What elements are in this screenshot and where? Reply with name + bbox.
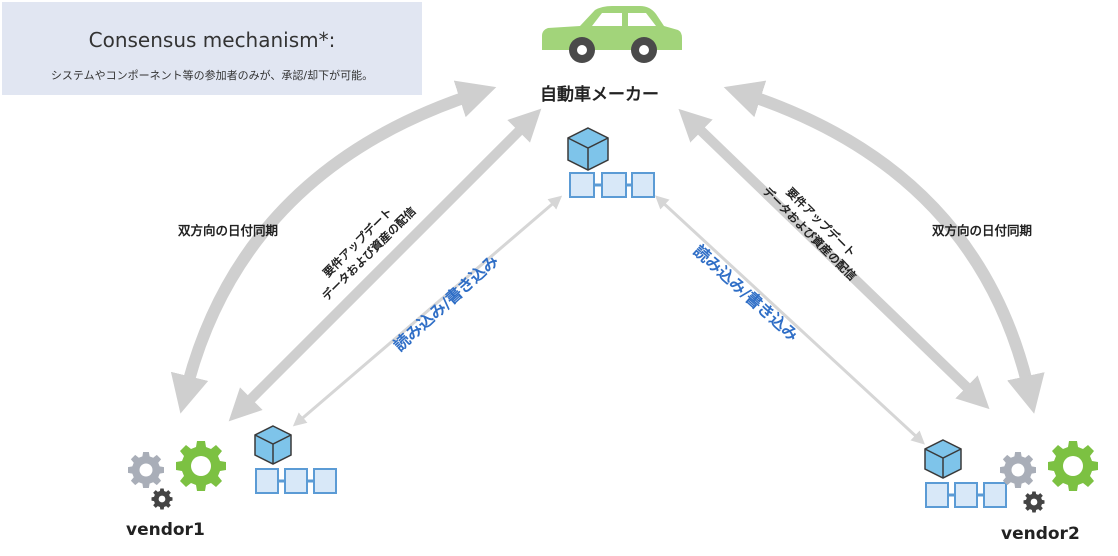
sync-arrow-right — [723, 80, 1045, 414]
readwrite-arrow-right — [655, 195, 925, 445]
car-icon — [542, 6, 682, 63]
readwrite-arrow-left — [292, 195, 563, 427]
sync-arrow-left — [170, 80, 497, 414]
sync-label-left: 双方向の日付同期 — [178, 223, 279, 238]
gear-icon — [176, 441, 226, 491]
vendor1-label: vendor1 — [126, 520, 205, 540]
cube-icon — [567, 127, 609, 171]
info-subtitle: システムやコンポーネント等の参加者のみが、承認/却下が可能。 — [50, 69, 374, 82]
gear-icon — [128, 452, 164, 488]
blockchain-blocks-icon — [925, 482, 1007, 508]
consensus-info-box: Consensus mechanism*: システムやコンポーネント等の参加者の… — [2, 2, 422, 95]
gear-icon — [151, 488, 173, 510]
sync-label-right: 双方向の日付同期 — [932, 223, 1033, 238]
blockchain-blocks-icon — [255, 468, 337, 494]
cube-icon — [254, 425, 292, 465]
info-title: Consensus mechanism*: — [88, 28, 336, 52]
cube-icon — [924, 439, 962, 479]
gear-icon — [1000, 452, 1036, 488]
gear-icon — [1048, 441, 1098, 491]
manufacturer-label: 自動車メーカー — [540, 85, 659, 105]
gear-icon — [1023, 491, 1045, 513]
blockchain-blocks-icon — [569, 172, 655, 198]
vendor2-label: vendor2 — [1001, 524, 1080, 544]
